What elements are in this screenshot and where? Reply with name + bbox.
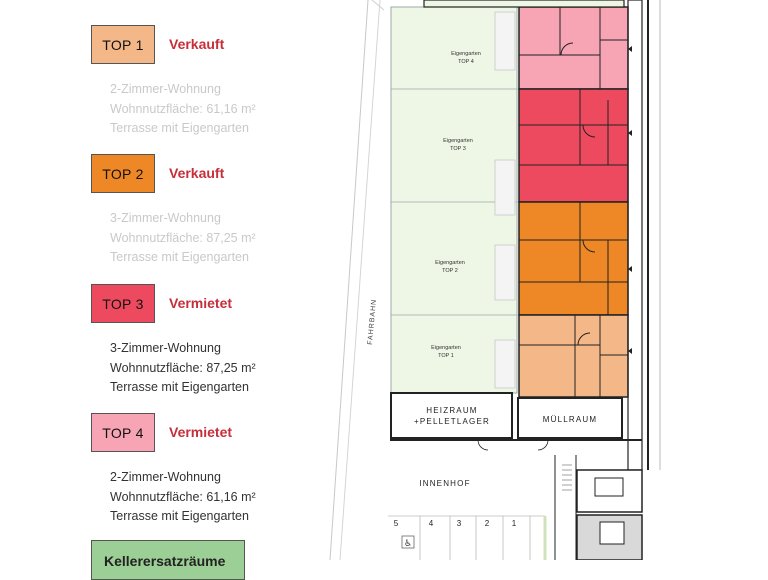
rooms-text: 2-Zimmer-Wohnung xyxy=(110,470,221,484)
apartment-top2[interactable] xyxy=(518,201,629,316)
wheelchair-icon: ♿ xyxy=(404,538,412,548)
parking-2: 2 xyxy=(485,519,490,528)
floor-plan: FAHRBAHN Eigengarten TOP 4 Eigengarten T… xyxy=(329,0,661,560)
unit-details: 2-Zimmer-Wohnung Wohnnutzfläche: 61,16 m… xyxy=(110,80,256,139)
garden-label: Eigengarten xyxy=(443,138,473,144)
status-label: Verkauft xyxy=(169,165,225,181)
apartment-top3[interactable] xyxy=(518,88,629,203)
garden-text: Terrasse mit Eigengarten xyxy=(110,380,249,394)
apartment-top4[interactable] xyxy=(518,6,629,90)
unit-badge[interactable]: TOP 1 xyxy=(91,25,155,64)
heizraum-label: HEIZRAUM xyxy=(426,406,477,415)
garden-top1: TOP 1 xyxy=(438,353,454,359)
unit-details: 3-Zimmer-Wohnung Wohnnutzfläche: 87,25 m… xyxy=(110,339,256,398)
rooms-text: 2-Zimmer-Wohnung xyxy=(110,82,221,96)
garden-label: Eigengarten xyxy=(435,260,465,266)
muellraum-room xyxy=(517,397,623,439)
status-label: Verkauft xyxy=(169,36,225,52)
garden-label: Eigengarten xyxy=(451,51,481,57)
rooms-text: 3-Zimmer-Wohnung xyxy=(110,341,221,355)
garden-text: Terrasse mit Eigengarten xyxy=(110,121,249,135)
unit-badge[interactable]: TOP 4 xyxy=(91,413,155,452)
innenhof-label: INNENHOF xyxy=(419,479,470,488)
area-text: Wohnnutzfläche: 87,25 m² xyxy=(110,360,256,375)
unit-badge[interactable]: TOP 3 xyxy=(91,284,155,323)
garden-top4: TOP 4 xyxy=(458,59,474,65)
area-text: Wohnnutzfläche: 87,25 m² xyxy=(110,230,256,245)
garden-top3: TOP 3 xyxy=(450,146,466,152)
unit-badge[interactable]: TOP 2 xyxy=(91,154,155,193)
muellraum-label: MÜLLRAUM xyxy=(543,415,598,424)
parking-3: 3 xyxy=(457,519,462,528)
status-label: Vermietet xyxy=(169,295,233,311)
parking-5: 5 xyxy=(394,519,399,528)
area-text: Wohnnutzfläche: 61,16 m² xyxy=(110,489,256,504)
rooms-text: 3-Zimmer-Wohnung xyxy=(110,211,221,225)
pelletlager-label: +PELLETLAGER xyxy=(414,417,490,426)
parking-4: 4 xyxy=(429,519,434,528)
area-text: Wohnnutzfläche: 61,16 m² xyxy=(110,101,256,116)
status-label: Vermietet xyxy=(169,424,233,440)
garden-label: Eigengarten xyxy=(431,345,461,351)
fahrbahn-label: FAHRBAHN xyxy=(367,299,378,346)
parking-1: 1 xyxy=(512,519,517,528)
garden-top2: TOP 2 xyxy=(442,268,458,274)
garden-text: Terrasse mit Eigengarten xyxy=(110,509,249,523)
garden-text: Terrasse mit Eigengarten xyxy=(110,250,249,264)
heizraum-room xyxy=(390,392,513,439)
unit-details: 3-Zimmer-Wohnung Wohnnutzfläche: 87,25 m… xyxy=(110,209,256,268)
unit-details: 2-Zimmer-Wohnung Wohnnutzfläche: 61,16 m… xyxy=(110,468,256,527)
apartment-top1[interactable] xyxy=(518,314,629,398)
